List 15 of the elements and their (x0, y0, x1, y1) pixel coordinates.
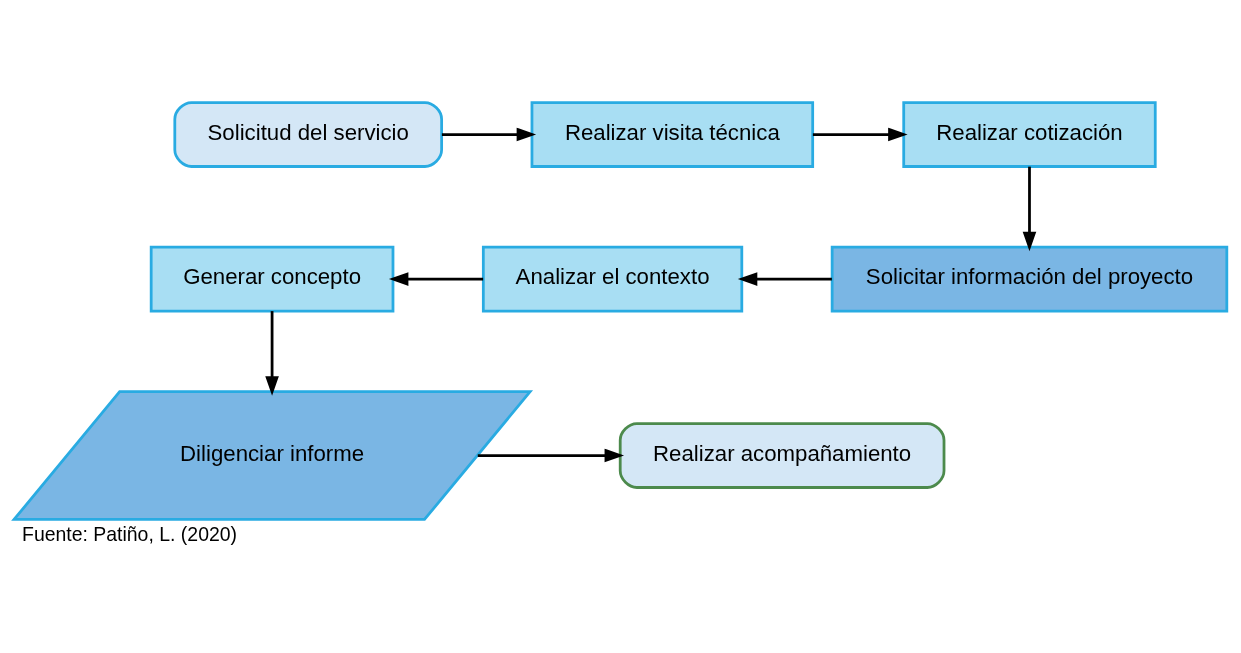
node-box: Realizar visita técnica (530, 100, 815, 168)
node-box: Realizar cotización (902, 100, 1157, 168)
node-box: Solicitar información del proyecto (830, 245, 1229, 312)
node-box: Generar concepto (149, 245, 395, 312)
node-box: Analizar el contexto (481, 245, 744, 312)
arrow (812, 127, 908, 141)
arrow (737, 271, 832, 286)
arrow (441, 127, 537, 141)
arrow (1022, 166, 1037, 251)
arrow (477, 448, 625, 462)
node-box: Solicitud del servicio (173, 100, 443, 168)
node-box: Realizar acompañamiento (618, 421, 946, 489)
caption: Fuente: Patiño, L. (2020) (22, 522, 238, 545)
arrow (265, 310, 279, 396)
arrow (388, 271, 484, 286)
